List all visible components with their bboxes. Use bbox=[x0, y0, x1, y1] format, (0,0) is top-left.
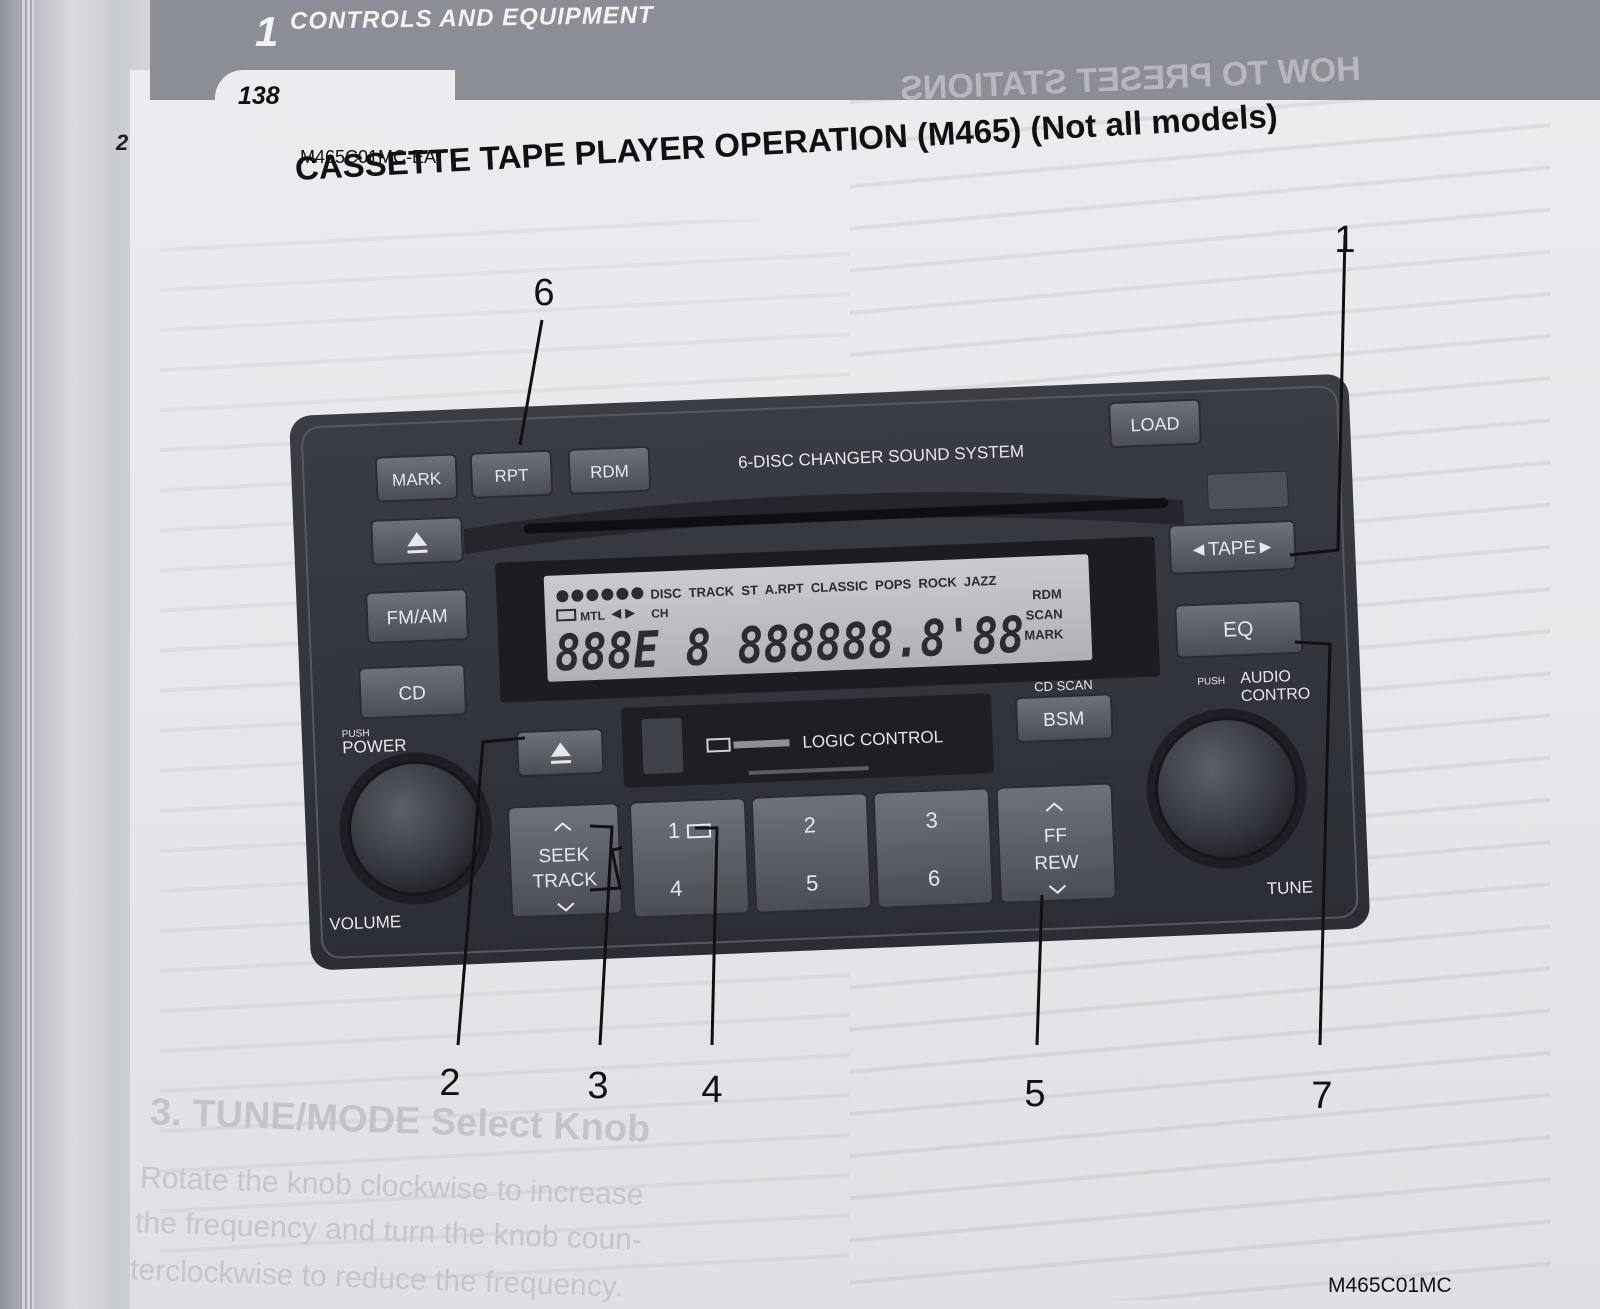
preset-1-label: 1 bbox=[667, 818, 680, 843]
chapter-number: 1 bbox=[255, 8, 279, 55]
lcd-disc-indicators bbox=[556, 587, 644, 603]
preset-4-label: 4 bbox=[670, 876, 683, 901]
fm-am-button[interactable]: FM/AM bbox=[365, 588, 469, 644]
callout-6: 6 bbox=[533, 272, 554, 314]
chevron-up-icon bbox=[554, 822, 572, 832]
ff-label: FF bbox=[1043, 825, 1067, 847]
lcd-mtl: MTL bbox=[580, 609, 605, 624]
callout-1: 1 bbox=[1334, 219, 1355, 261]
mark-button[interactable]: MARK bbox=[374, 453, 459, 503]
tune-label: TUNE bbox=[1266, 877, 1313, 898]
preset-3-label: 3 bbox=[925, 807, 938, 832]
rdm-label: RDM bbox=[590, 462, 629, 483]
cassette-slot bbox=[748, 766, 869, 775]
volume-label: VOLUME bbox=[329, 912, 402, 934]
cd-slot bbox=[523, 498, 1169, 534]
page-number: 138 bbox=[238, 82, 280, 110]
figure-code: M465C01MC bbox=[1328, 1274, 1452, 1297]
page-number-tab bbox=[215, 70, 455, 110]
lcd-mark: MARK bbox=[1024, 626, 1064, 643]
power-push-label: PUSH bbox=[342, 728, 370, 740]
chevron-down-icon bbox=[1048, 884, 1067, 894]
cd-button[interactable]: CD bbox=[358, 663, 467, 720]
cd-scan-label: CD SCAN bbox=[1034, 677, 1093, 694]
rew-label: REW bbox=[1034, 852, 1079, 875]
cd-label: CD bbox=[398, 683, 426, 705]
chapter-header-band bbox=[150, 0, 1600, 110]
tape-button[interactable]: ◄TAPE► bbox=[1168, 520, 1297, 575]
eq-button[interactable]: EQ bbox=[1174, 599, 1304, 659]
rpt-button[interactable]: RPT bbox=[469, 449, 554, 499]
cd-logo bbox=[1206, 470, 1289, 511]
load-label: LOAD bbox=[1130, 413, 1180, 435]
chevron-up-icon bbox=[1045, 802, 1064, 812]
preset-6-label: 6 bbox=[927, 865, 940, 890]
audio-push-label: PUSH bbox=[1197, 676, 1225, 688]
callout-5: 5 bbox=[1024, 1073, 1045, 1115]
ff-rew-button[interactable]: FF REW bbox=[995, 782, 1117, 904]
bsm-button[interactable]: BSM bbox=[1015, 693, 1114, 743]
callout-7: 7 bbox=[1311, 1075, 1332, 1117]
doc-code: M465C01MC-EAT bbox=[300, 147, 446, 167]
tape-label: ◄TAPE► bbox=[1189, 537, 1276, 561]
mark-label: MARK bbox=[392, 469, 442, 490]
chevron-down-icon bbox=[557, 902, 575, 912]
rdm-button[interactable]: RDM bbox=[567, 445, 652, 495]
callout-4: 4 bbox=[701, 1069, 722, 1111]
tune-audio-knob[interactable] bbox=[1144, 706, 1310, 872]
fm-am-label: FM/AM bbox=[386, 606, 448, 629]
eject-icon bbox=[550, 742, 572, 764]
cassette-door bbox=[621, 693, 994, 788]
bsm-label: BSM bbox=[1043, 708, 1085, 731]
callout-2: 2 bbox=[439, 1062, 460, 1104]
dolby-icon bbox=[686, 823, 712, 839]
preset-button-1-4[interactable]: 1 4 bbox=[629, 797, 751, 919]
callout-3: 3 bbox=[587, 1065, 608, 1107]
eq-label: EQ bbox=[1223, 618, 1254, 642]
seek-label: SEEK bbox=[538, 844, 590, 867]
rpt-label: RPT bbox=[494, 466, 529, 486]
preset-2-label: 2 bbox=[803, 812, 816, 837]
eject-icon bbox=[407, 532, 428, 554]
volume-knob[interactable] bbox=[337, 749, 495, 907]
lcd-dolby-mark bbox=[555, 608, 577, 622]
preset-button-3-6[interactable]: 3 6 bbox=[872, 787, 994, 909]
dolby-badge bbox=[733, 739, 790, 749]
lcd-ch: CH bbox=[651, 606, 669, 621]
lcd-rdm: RDM bbox=[1032, 586, 1062, 602]
tape-eject-button[interactable] bbox=[516, 727, 605, 777]
power-label: POWER bbox=[342, 736, 407, 758]
track-label: TRACK bbox=[532, 869, 598, 893]
callout-lines bbox=[456, 234, 1347, 1046]
audio-control-label: AUDIO bbox=[1240, 668, 1291, 687]
dolby-icon bbox=[706, 737, 731, 753]
stray-mark: 2 bbox=[116, 130, 129, 155]
lcd-scan: SCAN bbox=[1025, 606, 1062, 622]
cassette-window bbox=[641, 717, 684, 775]
audio-control-label-2: CONTRO bbox=[1241, 685, 1311, 705]
load-button[interactable]: LOAD bbox=[1108, 398, 1202, 448]
seek-track-button[interactable]: SEEK TRACK bbox=[507, 802, 623, 919]
cd-eject-button[interactable] bbox=[370, 516, 464, 566]
lcd-screen bbox=[543, 554, 1093, 682]
preset-button-2-5[interactable]: 2 5 bbox=[750, 792, 872, 914]
preset-5-label: 5 bbox=[806, 870, 819, 895]
lcd-direction-arrows bbox=[611, 608, 636, 619]
